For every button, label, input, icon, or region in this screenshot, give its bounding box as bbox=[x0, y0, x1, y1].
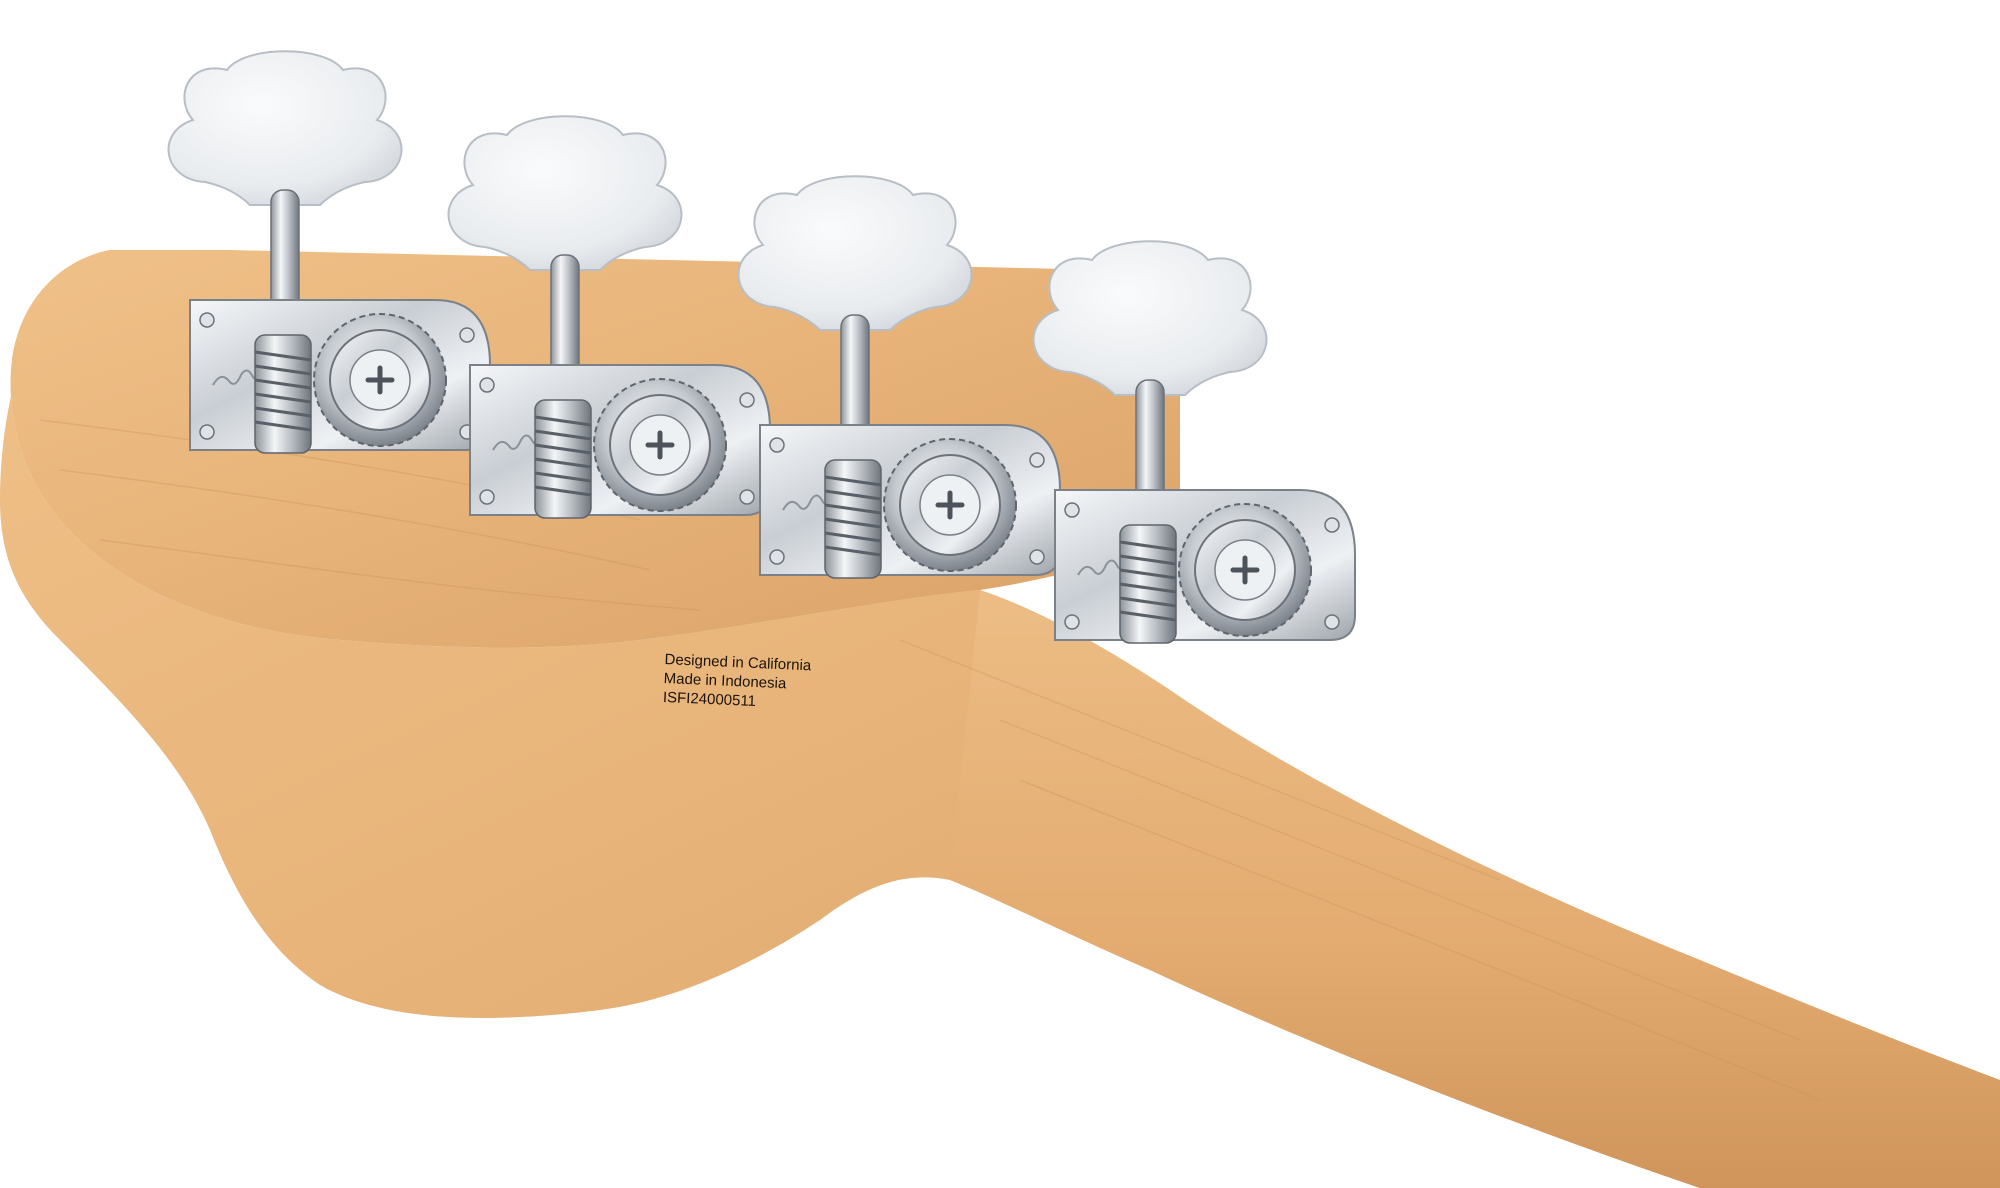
headstock-label: Designed in California Made in Indonesia… bbox=[663, 650, 812, 713]
